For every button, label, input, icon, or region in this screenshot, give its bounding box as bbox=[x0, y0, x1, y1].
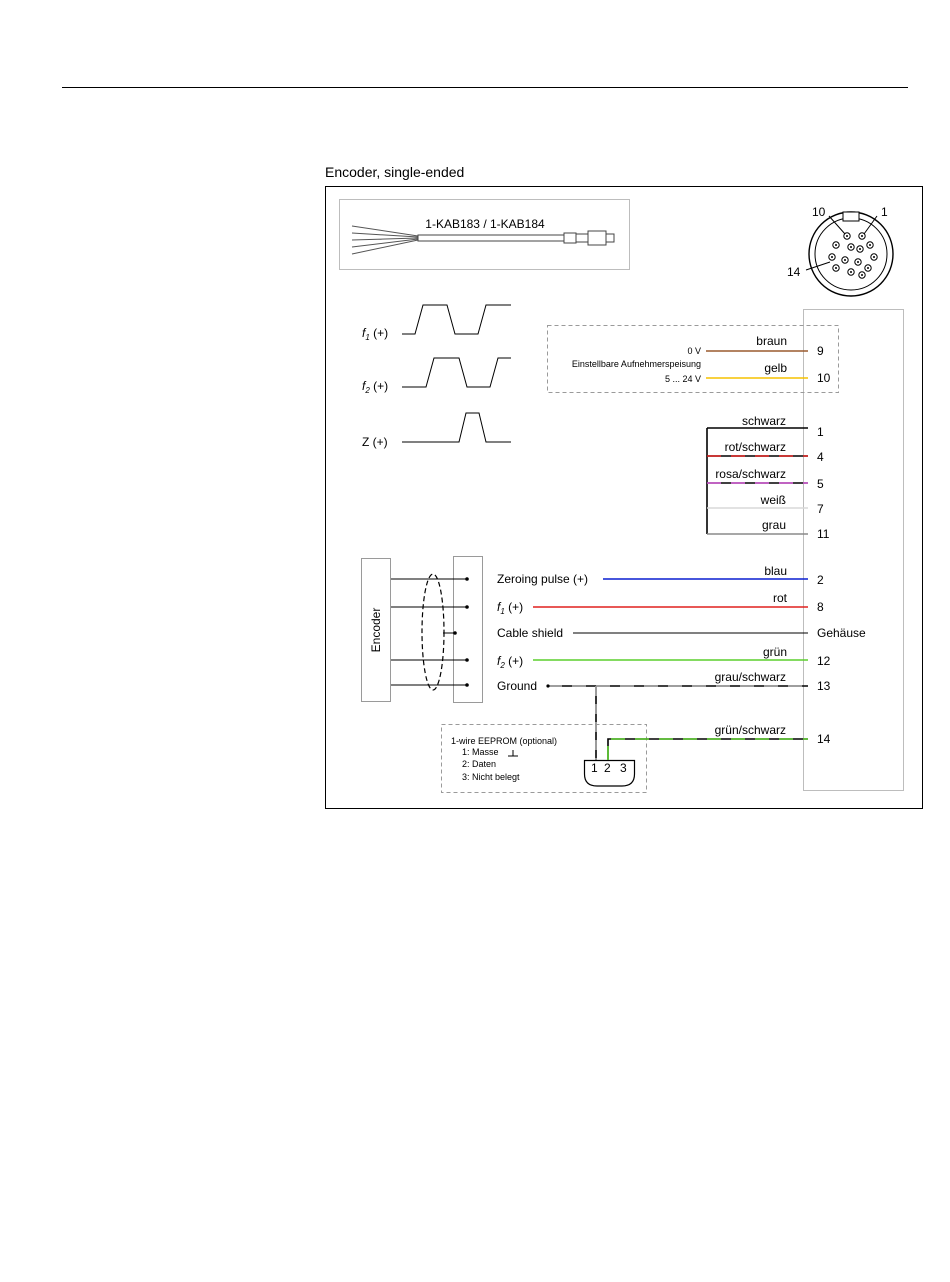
svg-text:blau: blau bbox=[764, 564, 787, 578]
cable-connector-tip bbox=[605, 233, 615, 243]
eeprom-pin-2: 2 bbox=[604, 761, 611, 775]
wire-shield: Cable shield Gehäuse bbox=[497, 626, 866, 640]
diagram-frame bbox=[325, 186, 923, 809]
signal-label-z: Z (+) bbox=[362, 435, 388, 449]
svg-text:grau: grau bbox=[762, 518, 786, 532]
supply-adjustable-label: Einstellbare Aufnehmerspeisung bbox=[572, 359, 701, 369]
cable-loose-wires bbox=[351, 225, 419, 255]
connector-pin-10-label: 10 bbox=[812, 205, 826, 219]
connector-leader-lines bbox=[805, 215, 878, 271]
connector-pinout: 10 1 14 bbox=[787, 205, 894, 297]
svg-text:gelb: gelb bbox=[764, 361, 787, 375]
waveforms: f1 (+) f2 (+) Z (+) bbox=[362, 304, 511, 449]
wire-rot-schwarz: rot/schwarz 4 bbox=[707, 440, 824, 464]
svg-text:rosa/schwarz: rosa/schwarz bbox=[715, 467, 786, 481]
wire-rot: f1 (+) rot 8 bbox=[497, 591, 824, 616]
encoder-box bbox=[361, 558, 391, 702]
eeprom-chip bbox=[583, 759, 636, 787]
wire-schwarz: schwarz 1 bbox=[707, 414, 824, 439]
waveform-f2 bbox=[402, 357, 511, 388]
signal-label-f1: f1 (+) bbox=[362, 326, 388, 342]
svg-text:weiß: weiß bbox=[760, 493, 786, 507]
pin-housing-label: Gehäuse bbox=[817, 626, 866, 640]
waveform-z bbox=[402, 412, 511, 443]
wire-weiss: weiß 7 bbox=[707, 493, 824, 516]
svg-text:rot/schwarz: rot/schwarz bbox=[725, 440, 786, 454]
supply-box bbox=[547, 325, 839, 393]
connector-key bbox=[842, 211, 860, 222]
pin-1-label: 1 bbox=[817, 425, 824, 439]
connector-pin-1-label: 1 bbox=[881, 205, 888, 219]
supply-range-label: 5 ... 24 V bbox=[665, 374, 701, 384]
zeroing-pulse-label: Zeroing pulse (+) bbox=[497, 572, 588, 586]
pin-11-label: 11 bbox=[817, 527, 830, 541]
wire-gruen: f2 (+) grün 12 bbox=[497, 645, 831, 670]
svg-text:rot: rot bbox=[773, 591, 788, 605]
connector-terminal-box bbox=[803, 309, 904, 791]
svg-text:braun: braun bbox=[756, 334, 787, 348]
diagram-title: Encoder, single-ended bbox=[325, 164, 465, 180]
connector-outer bbox=[808, 211, 894, 297]
pin-12-label: 12 bbox=[817, 654, 831, 668]
cable-sheath bbox=[417, 234, 565, 242]
eeprom-pin-1: 1 bbox=[591, 761, 598, 775]
supply-0v-label: 0 V bbox=[687, 346, 701, 356]
pin-10-label: 10 bbox=[817, 371, 831, 385]
pin-14-label: 14 bbox=[817, 732, 831, 746]
svg-text:schwarz: schwarz bbox=[742, 414, 786, 428]
eeprom-line-2: 2: Daten bbox=[462, 759, 496, 769]
pin-13-label: 13 bbox=[817, 679, 831, 693]
f1-wire-label: f1 (+) bbox=[497, 600, 523, 616]
wire-gruen-schwarz: grün/schwarz 14 bbox=[607, 723, 831, 760]
encoder-terminal-box bbox=[453, 556, 483, 703]
page-top-rule bbox=[62, 87, 908, 88]
wire-gelb: gelb 10 bbox=[706, 361, 831, 385]
cable-shield-label: Cable shield bbox=[497, 626, 563, 640]
pin-4-label: 4 bbox=[817, 450, 824, 464]
cable-connector-body bbox=[575, 233, 589, 243]
eeprom-line-1: 1: Masse bbox=[462, 747, 499, 757]
connector-pin-dots bbox=[831, 235, 875, 276]
cable-label: 1-KAB183 / 1-KAB184 bbox=[425, 217, 545, 231]
wire-grau: grau 11 bbox=[707, 518, 830, 541]
cable-illustration: 1-KAB183 / 1-KAB184 bbox=[339, 199, 630, 270]
encoder-block: Encoder bbox=[361, 556, 483, 703]
svg-text:grau/schwarz: grau/schwarz bbox=[715, 670, 786, 684]
wire-rosa-schwarz: rosa/schwarz 5 bbox=[707, 467, 824, 491]
eeprom-pin-3: 3 bbox=[620, 761, 627, 775]
pin-9-label: 9 bbox=[817, 344, 824, 358]
encoder-label: Encoder bbox=[369, 608, 383, 653]
cable-ferrule bbox=[563, 232, 577, 244]
wire-grau-schwarz: Ground grau/schwarz 13 bbox=[497, 670, 831, 760]
pin-8-label: 8 bbox=[817, 600, 824, 614]
eeprom-box bbox=[441, 724, 647, 793]
pin-7-label: 7 bbox=[817, 502, 824, 516]
eeprom-line-3: 3: Nicht belegt bbox=[462, 772, 520, 782]
svg-text:grün/schwarz: grün/schwarz bbox=[715, 723, 786, 737]
pin-5-label: 5 bbox=[817, 477, 824, 491]
svg-text:grün: grün bbox=[763, 645, 787, 659]
ground-label: Ground bbox=[497, 679, 537, 693]
connector-pin-14-label: 14 bbox=[787, 265, 801, 279]
shield-ellipse bbox=[421, 573, 445, 691]
wire-braun: braun 9 bbox=[706, 334, 824, 358]
pin-2-label: 2 bbox=[817, 573, 824, 587]
waveform-f1 bbox=[402, 304, 511, 335]
eeprom-title: 1-wire EEPROM (optional) bbox=[451, 736, 557, 746]
f2-wire-label: f2 (+) bbox=[497, 654, 523, 670]
signal-label-f2: f2 (+) bbox=[362, 379, 388, 395]
wire-blau: Zeroing pulse (+) blau 2 bbox=[497, 564, 824, 587]
cable-connector-nut bbox=[587, 230, 607, 246]
ground-symbol-icon bbox=[508, 750, 518, 757]
